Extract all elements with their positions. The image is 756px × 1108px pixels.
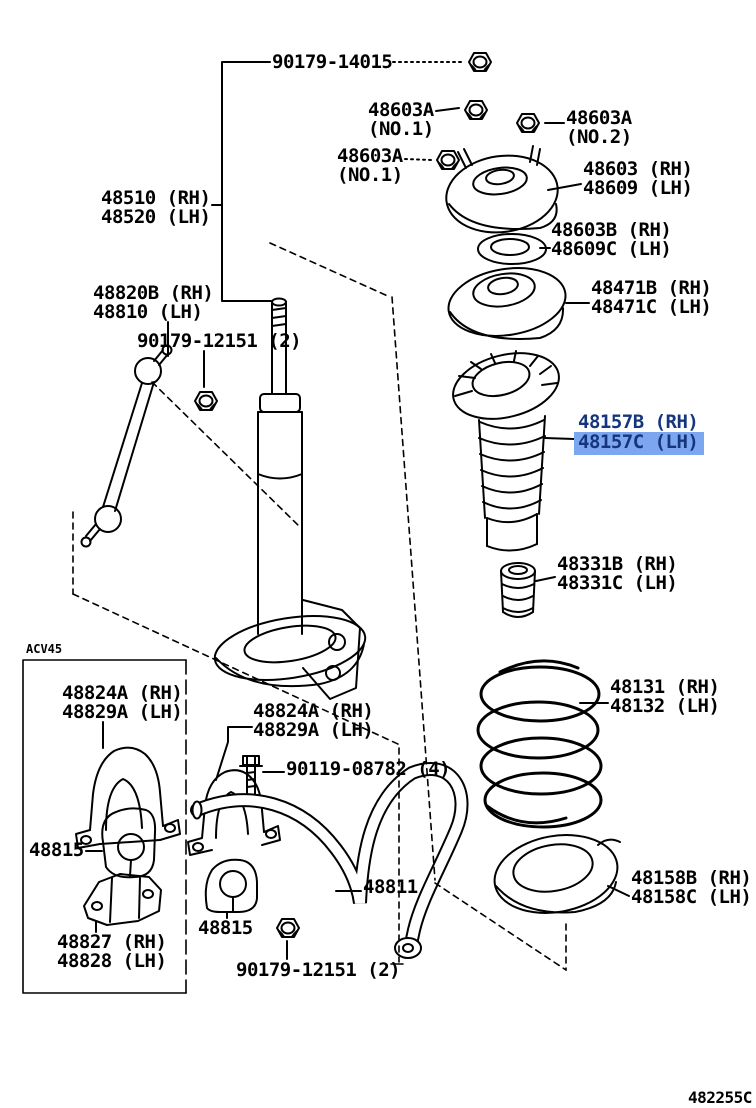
support-dust-seal-drawing (477, 233, 547, 265)
label-rod-nut[interactable]: 90179-14015 (272, 51, 393, 73)
shock-absorber-drawing (213, 297, 367, 700)
label-support-dust-seal[interactable]: 48603B (RH) 48609C (LH) (551, 219, 672, 260)
bushing-main-drawing (204, 858, 258, 913)
label-bolt-bracket[interactable]: 90119-08782 (4) (286, 758, 451, 780)
label-spring-bumper-boot[interactable]: 48157B (RH) 48157C (LH) (574, 413, 705, 455)
label-support-nut-no1-a[interactable]: 48603A (NO.1) (368, 99, 434, 140)
spring-seat-lower-drawing (493, 834, 621, 914)
support-nut-no1-b-icon (436, 150, 460, 170)
label-shock-absorber[interactable]: 48510 (RH) 48520 (LH) (101, 187, 211, 228)
link-nut-upper-icon (194, 391, 218, 411)
label-bracket-inbox[interactable]: 48824A (RH) 48829A (LH) (62, 682, 183, 723)
leader-spring-bumper (535, 576, 556, 582)
label-support-nut-no1-b[interactable]: 48603A (NO.1) (337, 145, 403, 186)
spring-bumper-boot-drawing (452, 350, 560, 552)
label-suspension-support[interactable]: 48603 (RH) 48609 (LH) (583, 158, 693, 199)
label-coil-spring[interactable]: 48131 (RH) 48132 (LH) (610, 676, 720, 717)
label-bushing-main[interactable]: 48815 (198, 917, 253, 939)
variant-box-outline (22, 659, 187, 994)
label-bushing-inbox[interactable]: 48815 (29, 839, 84, 861)
leader-bracket-main (215, 726, 253, 781)
label-bracket-no2-inbox[interactable]: 48827 (RH) 48828 (LH) (57, 931, 167, 972)
leader-suspension-support (547, 183, 582, 191)
assembly-dashed-lines (72, 242, 567, 971)
link-nut-lower-icon (276, 918, 300, 938)
label-bracket-main[interactable]: 48824A (RH) 48829A (LH) (253, 700, 374, 741)
leader-spring-bumper-boot (544, 437, 575, 440)
support-nut-no1-a-icon (464, 100, 488, 120)
label-stabilizer-bar[interactable]: 48811 (363, 876, 418, 898)
leader-spring-seat-lower (607, 885, 630, 897)
leader-lines (85, 61, 630, 960)
label-spring-seat-lower[interactable]: 48158B (RH) 48158C (LH) (631, 867, 752, 908)
label-stabilizer-link[interactable]: 48820B (RH) 48810 (LH) (93, 282, 214, 323)
label-spring-seat-upper[interactable]: 48471B (RH) 48471C (LH) (591, 277, 712, 318)
highlighted-part-number[interactable]: 48157C (LH) (574, 432, 705, 455)
variant-box-label: ACV45 (26, 642, 63, 656)
leader-support-nut-no1-b (404, 158, 432, 161)
label-spring-bumper[interactable]: 48331B (RH) 48331C (LH) (557, 553, 678, 594)
stabilizer-link-drawing (80, 344, 173, 548)
coil-spring-drawing (476, 659, 603, 829)
support-nut-no2-icon (516, 113, 540, 133)
rod-nut-icon (468, 52, 492, 72)
stabilizer-bar-drawing (190, 762, 469, 959)
label-nut-bar-link[interactable]: 90179-12151 (2) (236, 959, 401, 981)
bracket-inbox-drawing (75, 746, 181, 849)
leader-rod-nut (221, 61, 272, 302)
bolt-drawing (239, 755, 263, 797)
label-support-nut-no2[interactable]: 48603A (NO.2) (566, 107, 632, 148)
bracket-no2-inbox-drawing (83, 873, 162, 926)
figure-code: 482255C (688, 1088, 752, 1107)
bushing-inbox-drawing (101, 807, 157, 879)
spring-seat-upper-drawing (447, 267, 567, 340)
suspension-support-drawing (445, 145, 559, 234)
spring-bumper-drawing (500, 562, 536, 618)
leader-support-nut-no1-a (435, 107, 460, 112)
label-nut-link[interactable]: 90179-12151 (2) (137, 330, 302, 352)
